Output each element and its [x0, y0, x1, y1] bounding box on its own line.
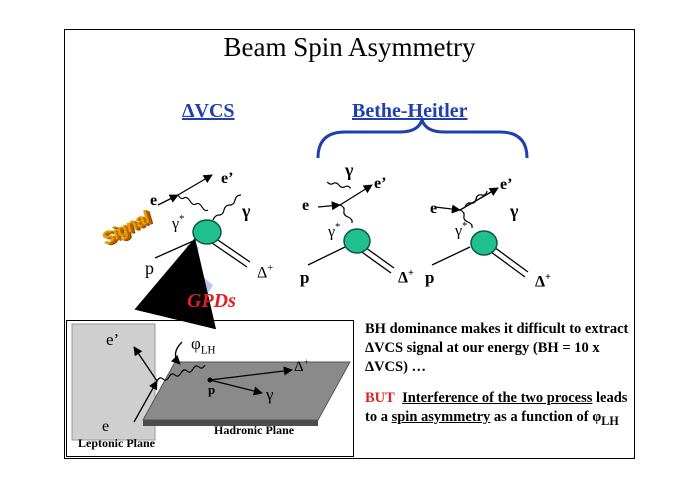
- star-superscript: *: [462, 221, 468, 232]
- bh2-e-prime-label: e’: [500, 176, 513, 193]
- delta-symbol: Δ: [257, 264, 268, 282]
- bh-blob-1: [343, 228, 371, 254]
- bh1-e-label: e: [302, 197, 310, 214]
- slide-frame: [64, 29, 635, 459]
- function-of-text: as a function of: [490, 409, 593, 425]
- bh2-delta-label: Δ+: [535, 272, 551, 291]
- bethe-heitler-heading: Bethe-Heitler: [352, 100, 468, 122]
- bh2-gamma-star-label: γ*: [455, 221, 467, 240]
- hadronic-plane-edge: [143, 420, 318, 426]
- dvcs-e-prime-label: e’: [221, 170, 234, 187]
- inset-gamma-label: γ: [266, 385, 274, 404]
- bh-brace: [316, 115, 529, 159]
- bh-diagram-2: [431, 187, 529, 278]
- phi-subscript: LH: [601, 413, 619, 428]
- phi-symbol: φ: [191, 334, 201, 353]
- dvcs-blob: [192, 219, 222, 245]
- gamma-symbol: γ: [455, 222, 463, 240]
- star-superscript: *: [179, 214, 185, 225]
- dvcs-gamma-star-label: γ*: [172, 214, 184, 233]
- inset-phi-lh-label: φLH: [191, 334, 216, 356]
- inset-p-label: p: [208, 382, 216, 397]
- phi-subscript: LH: [200, 344, 216, 357]
- slide-title: Beam Spin Asymmetry: [223, 32, 476, 62]
- leads-to-text: leads to a: [365, 390, 628, 425]
- bh-diagram-1: [307, 181, 395, 274]
- but-label: BUT: [365, 390, 395, 406]
- dvcs-delta-label: Δ+: [257, 263, 273, 282]
- plus-superscript: +: [545, 272, 551, 283]
- inset-delta-label: Δ+: [294, 357, 309, 376]
- bh-blob-2: [470, 230, 498, 256]
- bh1-gamma-star-label: γ*: [328, 222, 340, 241]
- inset-e-prime-label: e’: [106, 330, 120, 349]
- explanation-paragraph-2: BUT Interference of the two process lead…: [365, 389, 630, 431]
- inset-e-label: e: [102, 418, 110, 435]
- phi-symbol: φ: [592, 409, 602, 425]
- explanation-text: BH dominance makes it difficult to extra…: [365, 320, 630, 443]
- delta-symbol: Δ: [535, 273, 546, 291]
- gamma-symbol: γ: [328, 223, 336, 241]
- dvcs-p-label: p: [145, 258, 154, 278]
- delta-symbol: Δ: [294, 359, 304, 375]
- dvcs-gamma-label: γ: [242, 201, 251, 221]
- dvcs-diagram: [134, 174, 251, 330]
- dvcs-heading: ΔVCS: [182, 100, 235, 122]
- bh2-gamma-label: γ: [510, 201, 519, 221]
- gpd-arrow: [134, 237, 217, 330]
- delta-symbol: Δ: [398, 269, 409, 287]
- bh2-e-label: e: [430, 200, 438, 217]
- bh1-delta-label: Δ+: [398, 268, 414, 287]
- spin-asymmetry-text: spin asymmetry: [391, 409, 491, 425]
- interference-text: Interference of the two process: [402, 390, 593, 406]
- bh1-gamma-label: γ: [345, 160, 354, 180]
- gpds-label: GPDs: [187, 290, 236, 312]
- explanation-paragraph-1: BH dominance makes it difficult to extra…: [365, 321, 629, 375]
- plane-inset-drawing: [71, 323, 351, 441]
- hadronic-plane-label: Hadronic Plane: [214, 423, 295, 437]
- plus-superscript: +: [267, 263, 274, 274]
- plane-inset-frame: [66, 320, 354, 457]
- plus-superscript: +: [303, 357, 310, 368]
- bh1-p-label: p: [300, 268, 310, 287]
- gamma-symbol: γ: [172, 215, 180, 233]
- dvcs-e-label: e: [150, 192, 158, 209]
- bh2-p-label: p: [425, 268, 435, 287]
- bh1-e-prime-label: e’: [374, 175, 387, 192]
- star-superscript: *: [335, 222, 341, 233]
- leptonic-plane-label: Leptonic Plane: [78, 436, 155, 450]
- plus-superscript: +: [408, 268, 414, 279]
